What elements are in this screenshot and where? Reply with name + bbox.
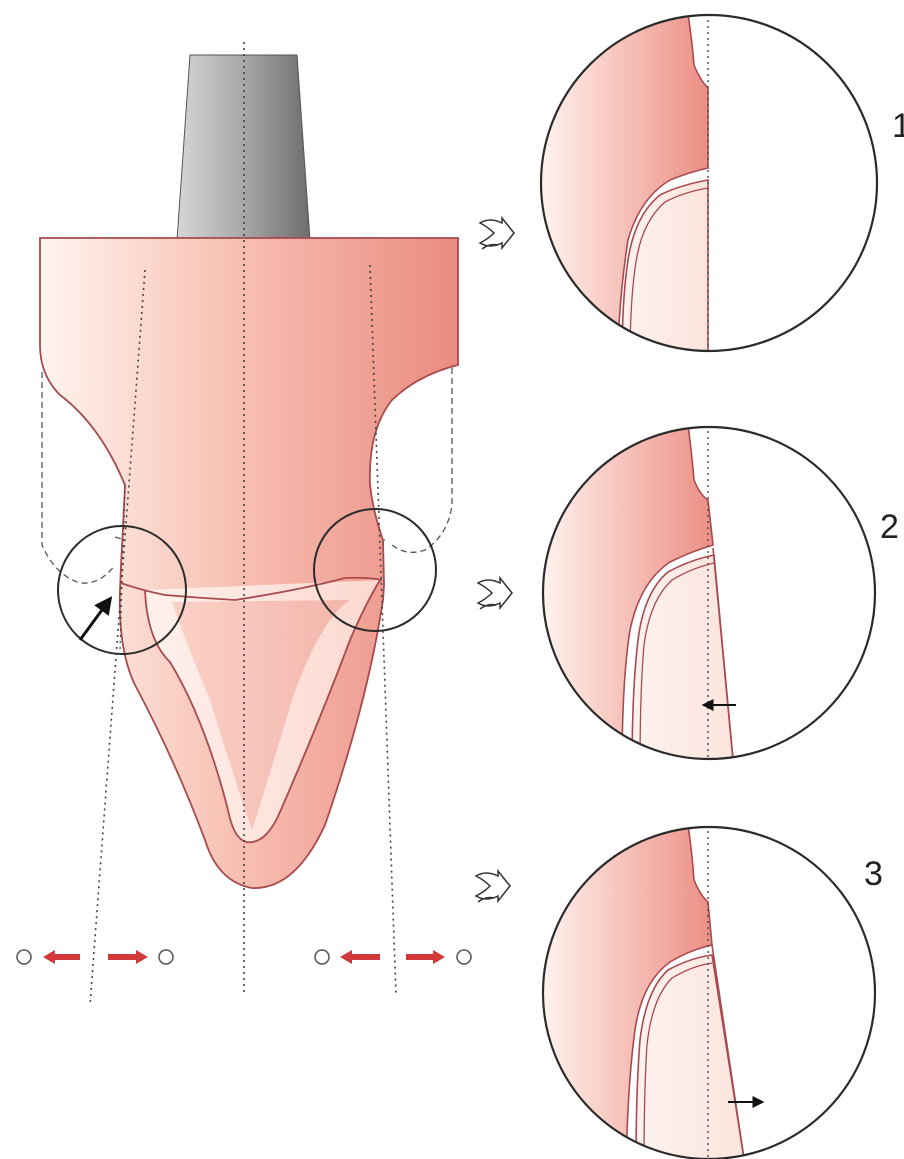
outline-double-arrow-icon	[480, 218, 514, 249]
hollow-circle-icon	[315, 950, 329, 964]
outline-double-arrow-icon	[476, 871, 510, 902]
outline-double-arrow-icon	[478, 578, 512, 609]
hollow-circle-icon	[159, 950, 173, 964]
black-diagonal-arrow-icon	[80, 599, 110, 640]
dashed-tissue-outline-right	[390, 368, 452, 552]
detail-view-2: 2	[540, 425, 899, 770]
detail-number-3: 3	[864, 855, 883, 893]
detail-number-1: 1	[892, 107, 904, 145]
hollow-circle-icon	[457, 950, 471, 964]
hollow-circle-icon	[17, 950, 31, 964]
detail-view-3: 3	[540, 825, 883, 1159]
detail-number-2: 2	[880, 508, 899, 546]
abutment-post	[177, 55, 310, 240]
red-arrow-icon	[406, 950, 445, 964]
red-arrow-icon	[108, 950, 148, 964]
view-arrows	[476, 218, 514, 902]
implant-crown-cross-section	[40, 42, 458, 1005]
detail-view-1: 1	[540, 14, 904, 360]
red-arrow-icon	[43, 950, 80, 964]
red-arrow-icon	[340, 950, 380, 964]
